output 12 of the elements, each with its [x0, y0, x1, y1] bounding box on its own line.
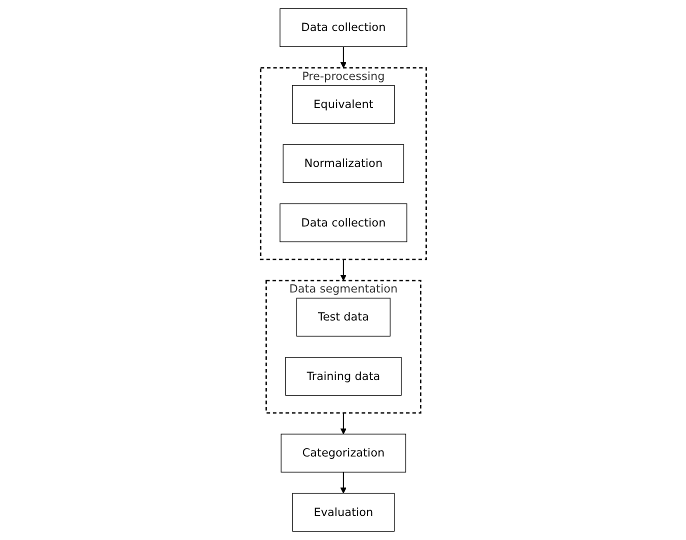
arrow [340, 46, 346, 68]
node-box: Training data [284, 356, 402, 396]
node-box: Data collection [279, 8, 407, 48]
node-box: Data collection [279, 203, 407, 242]
arrow [340, 472, 346, 494]
node-box: Test data [296, 298, 390, 337]
node-box: Equivalent [292, 85, 394, 124]
node-box: Evaluation [292, 492, 394, 532]
node-box: Categorization [280, 434, 406, 473]
arrow [340, 413, 346, 434]
arrow [340, 259, 346, 281]
node-box: Normalization [282, 144, 404, 183]
